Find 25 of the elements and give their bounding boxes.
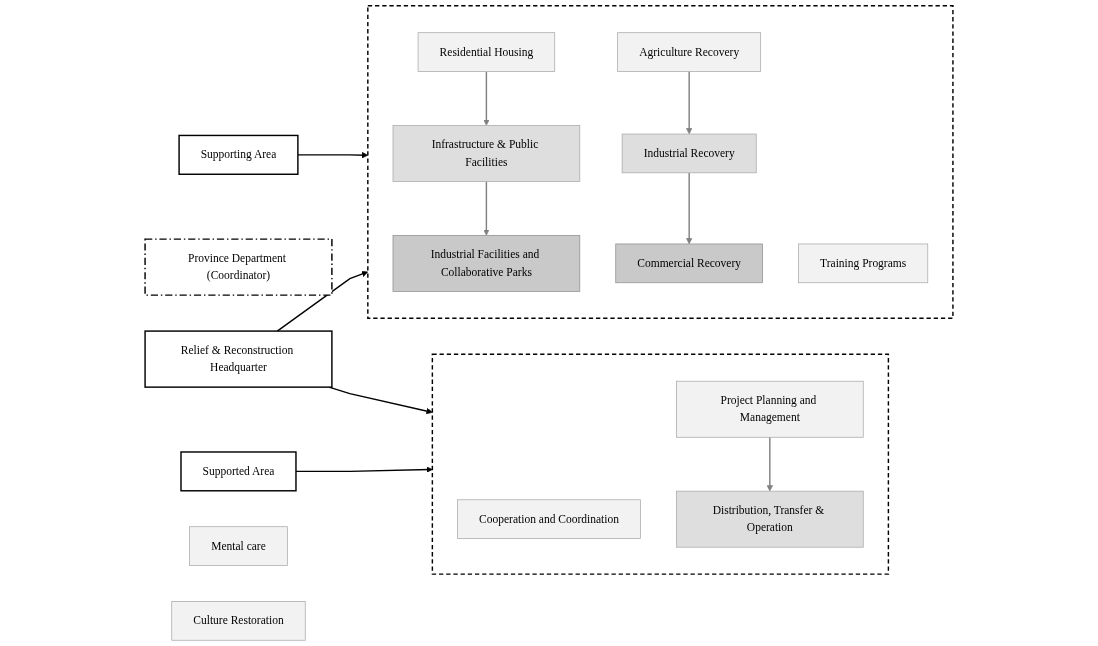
- arrow: [686, 70, 693, 135]
- node-box: Industrial Recovery: [621, 133, 757, 174]
- node-box: Industrial Facilities and Collaborative Parks: [392, 234, 581, 292]
- node-box: Supporting Area: [178, 134, 299, 175]
- node-box: Training Programs: [798, 243, 929, 284]
- arrow: [295, 466, 433, 473]
- cluster: [367, 5, 954, 320]
- arrow: [328, 386, 433, 415]
- node-box: Residential Housing: [417, 32, 556, 72]
- node-box: Infrastructure & Public Facilities: [392, 125, 581, 182]
- node-box: Culture Restoration: [171, 601, 306, 641]
- arrow: [483, 180, 490, 236]
- node-box: Cooperation and Coordination: [457, 499, 641, 539]
- node-box: Distribution, Transfer & Operation: [676, 490, 864, 548]
- cluster: [431, 353, 890, 575]
- node-box: Commercial Recovery: [615, 243, 763, 284]
- node-box: Relief & Reconstruction Headquarter: [144, 330, 333, 388]
- node-box: Province Department (Coordinator): [144, 238, 333, 296]
- node-box: Supported Area: [180, 451, 297, 492]
- arrow: [483, 70, 490, 126]
- node-box: Mental care: [189, 526, 288, 566]
- node-box: Agriculture Recovery: [617, 32, 762, 72]
- arrow: [686, 172, 693, 245]
- arrow: [766, 436, 773, 492]
- node-box: Project Planning and Management: [676, 380, 864, 438]
